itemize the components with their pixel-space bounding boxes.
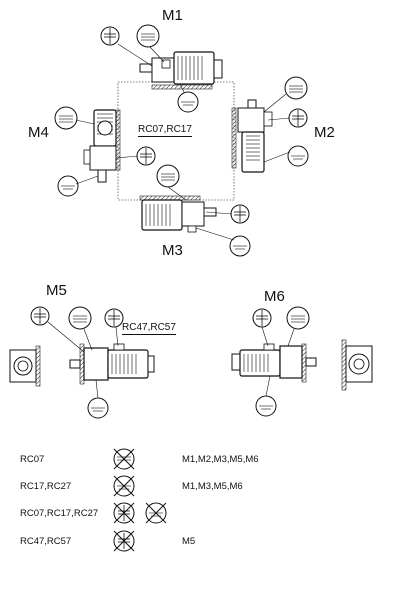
symbol-oil-fill: [156, 164, 180, 188]
legend-icon-row1: [113, 448, 135, 470]
symbol-drain: [87, 397, 109, 419]
symbol-breather: [30, 306, 50, 326]
symbol-drain: [287, 145, 309, 167]
motor-m2: [231, 99, 273, 173]
symbol-breather: [136, 146, 156, 166]
position-label-m3: M3: [162, 242, 183, 259]
motor-m3: [139, 195, 217, 233]
position-label-m4: M4: [28, 124, 49, 141]
legend-icon-row3a: [113, 502, 135, 524]
position-label-m2: M2: [314, 124, 335, 141]
legend-model-row2: RC17,RC27: [20, 481, 72, 492]
symbol-breather: [252, 308, 272, 328]
motor-m5: [9, 343, 155, 387]
legend-positions-row2: M1,M3,M5,M6: [182, 481, 243, 492]
symbol-oil-fill: [284, 76, 308, 100]
symbol-drain: [255, 395, 277, 417]
group-label-lower: RC47,RC57: [122, 322, 176, 335]
legend-positions-row4: M5: [182, 536, 196, 547]
symbol-drain: [229, 235, 251, 257]
position-label-m5: M5: [46, 282, 67, 299]
legend-positions-row1: M1,M2,M3,M5,M6: [182, 454, 259, 465]
legend-model-row3: RC07,RC17,RC27: [20, 508, 99, 519]
legend-icon-row4: [113, 530, 135, 552]
legend-icon-row2: [113, 475, 135, 497]
motor-m4: [83, 109, 121, 183]
symbol-breather: [104, 308, 124, 328]
symbol-oil-fill: [54, 106, 78, 130]
motor-m6: [231, 339, 373, 391]
position-label-m6: M6: [264, 288, 285, 305]
group-label-upper: RC07,RC17: [138, 124, 192, 137]
legend-model-row1: RC07: [20, 454, 45, 465]
symbol-oil-fill: [68, 306, 92, 330]
symbol-drain: [177, 91, 199, 113]
legend-icon-row3b: [145, 502, 167, 524]
legend-model-row4: RC47,RC57: [20, 536, 72, 547]
symbol-oil-fill: [136, 24, 160, 48]
motor-m1: [139, 51, 223, 90]
symbol-breather: [288, 108, 308, 128]
leader-lines: [47, 43, 295, 399]
position-label-m1: M1: [162, 7, 183, 24]
symbol-breather: [230, 204, 250, 224]
symbol-drain: [57, 175, 79, 197]
symbol-oil-fill: [286, 306, 310, 330]
symbol-breather: [100, 26, 120, 46]
